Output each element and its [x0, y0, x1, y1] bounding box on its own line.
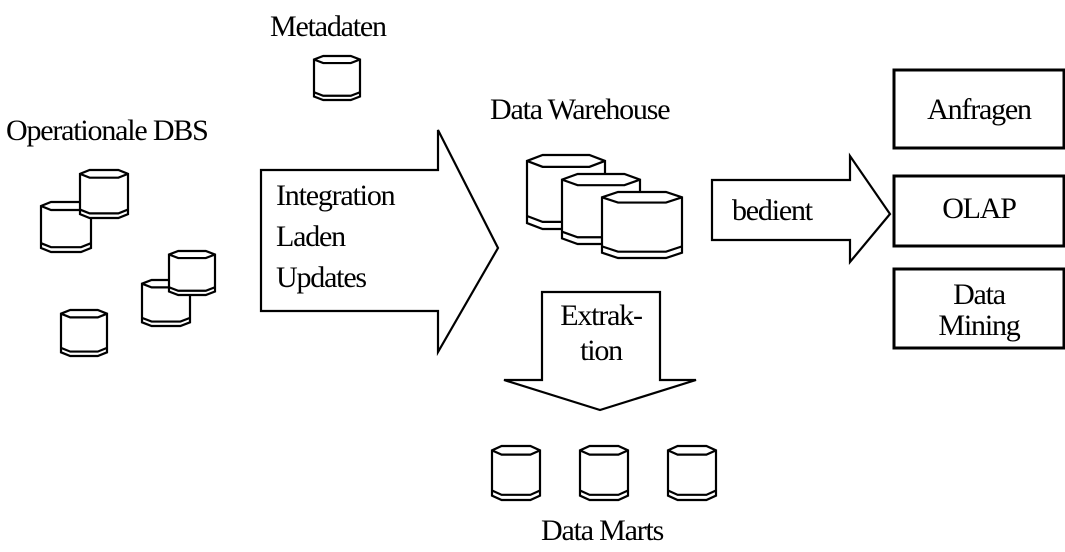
metadata-label: Metadaten [270, 10, 387, 43]
queries-box [892, 68, 1065, 150]
updates-label: Updates [276, 261, 367, 294]
metadata-db-icon [312, 54, 362, 102]
queries-label: Anfragen [927, 93, 1032, 126]
olap-label: OLAP [942, 192, 1017, 225]
data-mining-label-line1: Data [953, 278, 1006, 311]
operational-db-icon [78, 168, 130, 220]
data-mart-db-icon [490, 444, 542, 502]
extraction-label-line1: Extrak- [560, 299, 643, 332]
integration-arrow [259, 129, 500, 357]
extraction-label-line2: tion [580, 334, 623, 367]
extraction-arrow [503, 290, 697, 412]
operational-dbs-label: Operationale DBS [6, 114, 209, 147]
data-mart-db-icon [578, 444, 630, 502]
operational-db-icon [39, 200, 93, 254]
warehouse-db-icon [600, 190, 684, 260]
operational-db-icon [167, 249, 217, 297]
operational-db-icon [59, 308, 109, 358]
serves-label: bedient [732, 194, 813, 227]
database-cylinders [39, 54, 718, 502]
loading-label: Laden [276, 220, 346, 253]
olap-box [892, 174, 1065, 248]
data-mining-box [892, 267, 1065, 350]
data-mining-label-line2: Mining [938, 309, 1020, 342]
data-mart-db-icon [666, 444, 718, 502]
serves-arrow [710, 152, 892, 266]
data-marts-label: Data Marts [541, 514, 664, 547]
integration-label: Integration [276, 179, 396, 212]
data-warehouse-label: Data Warehouse [490, 93, 671, 126]
